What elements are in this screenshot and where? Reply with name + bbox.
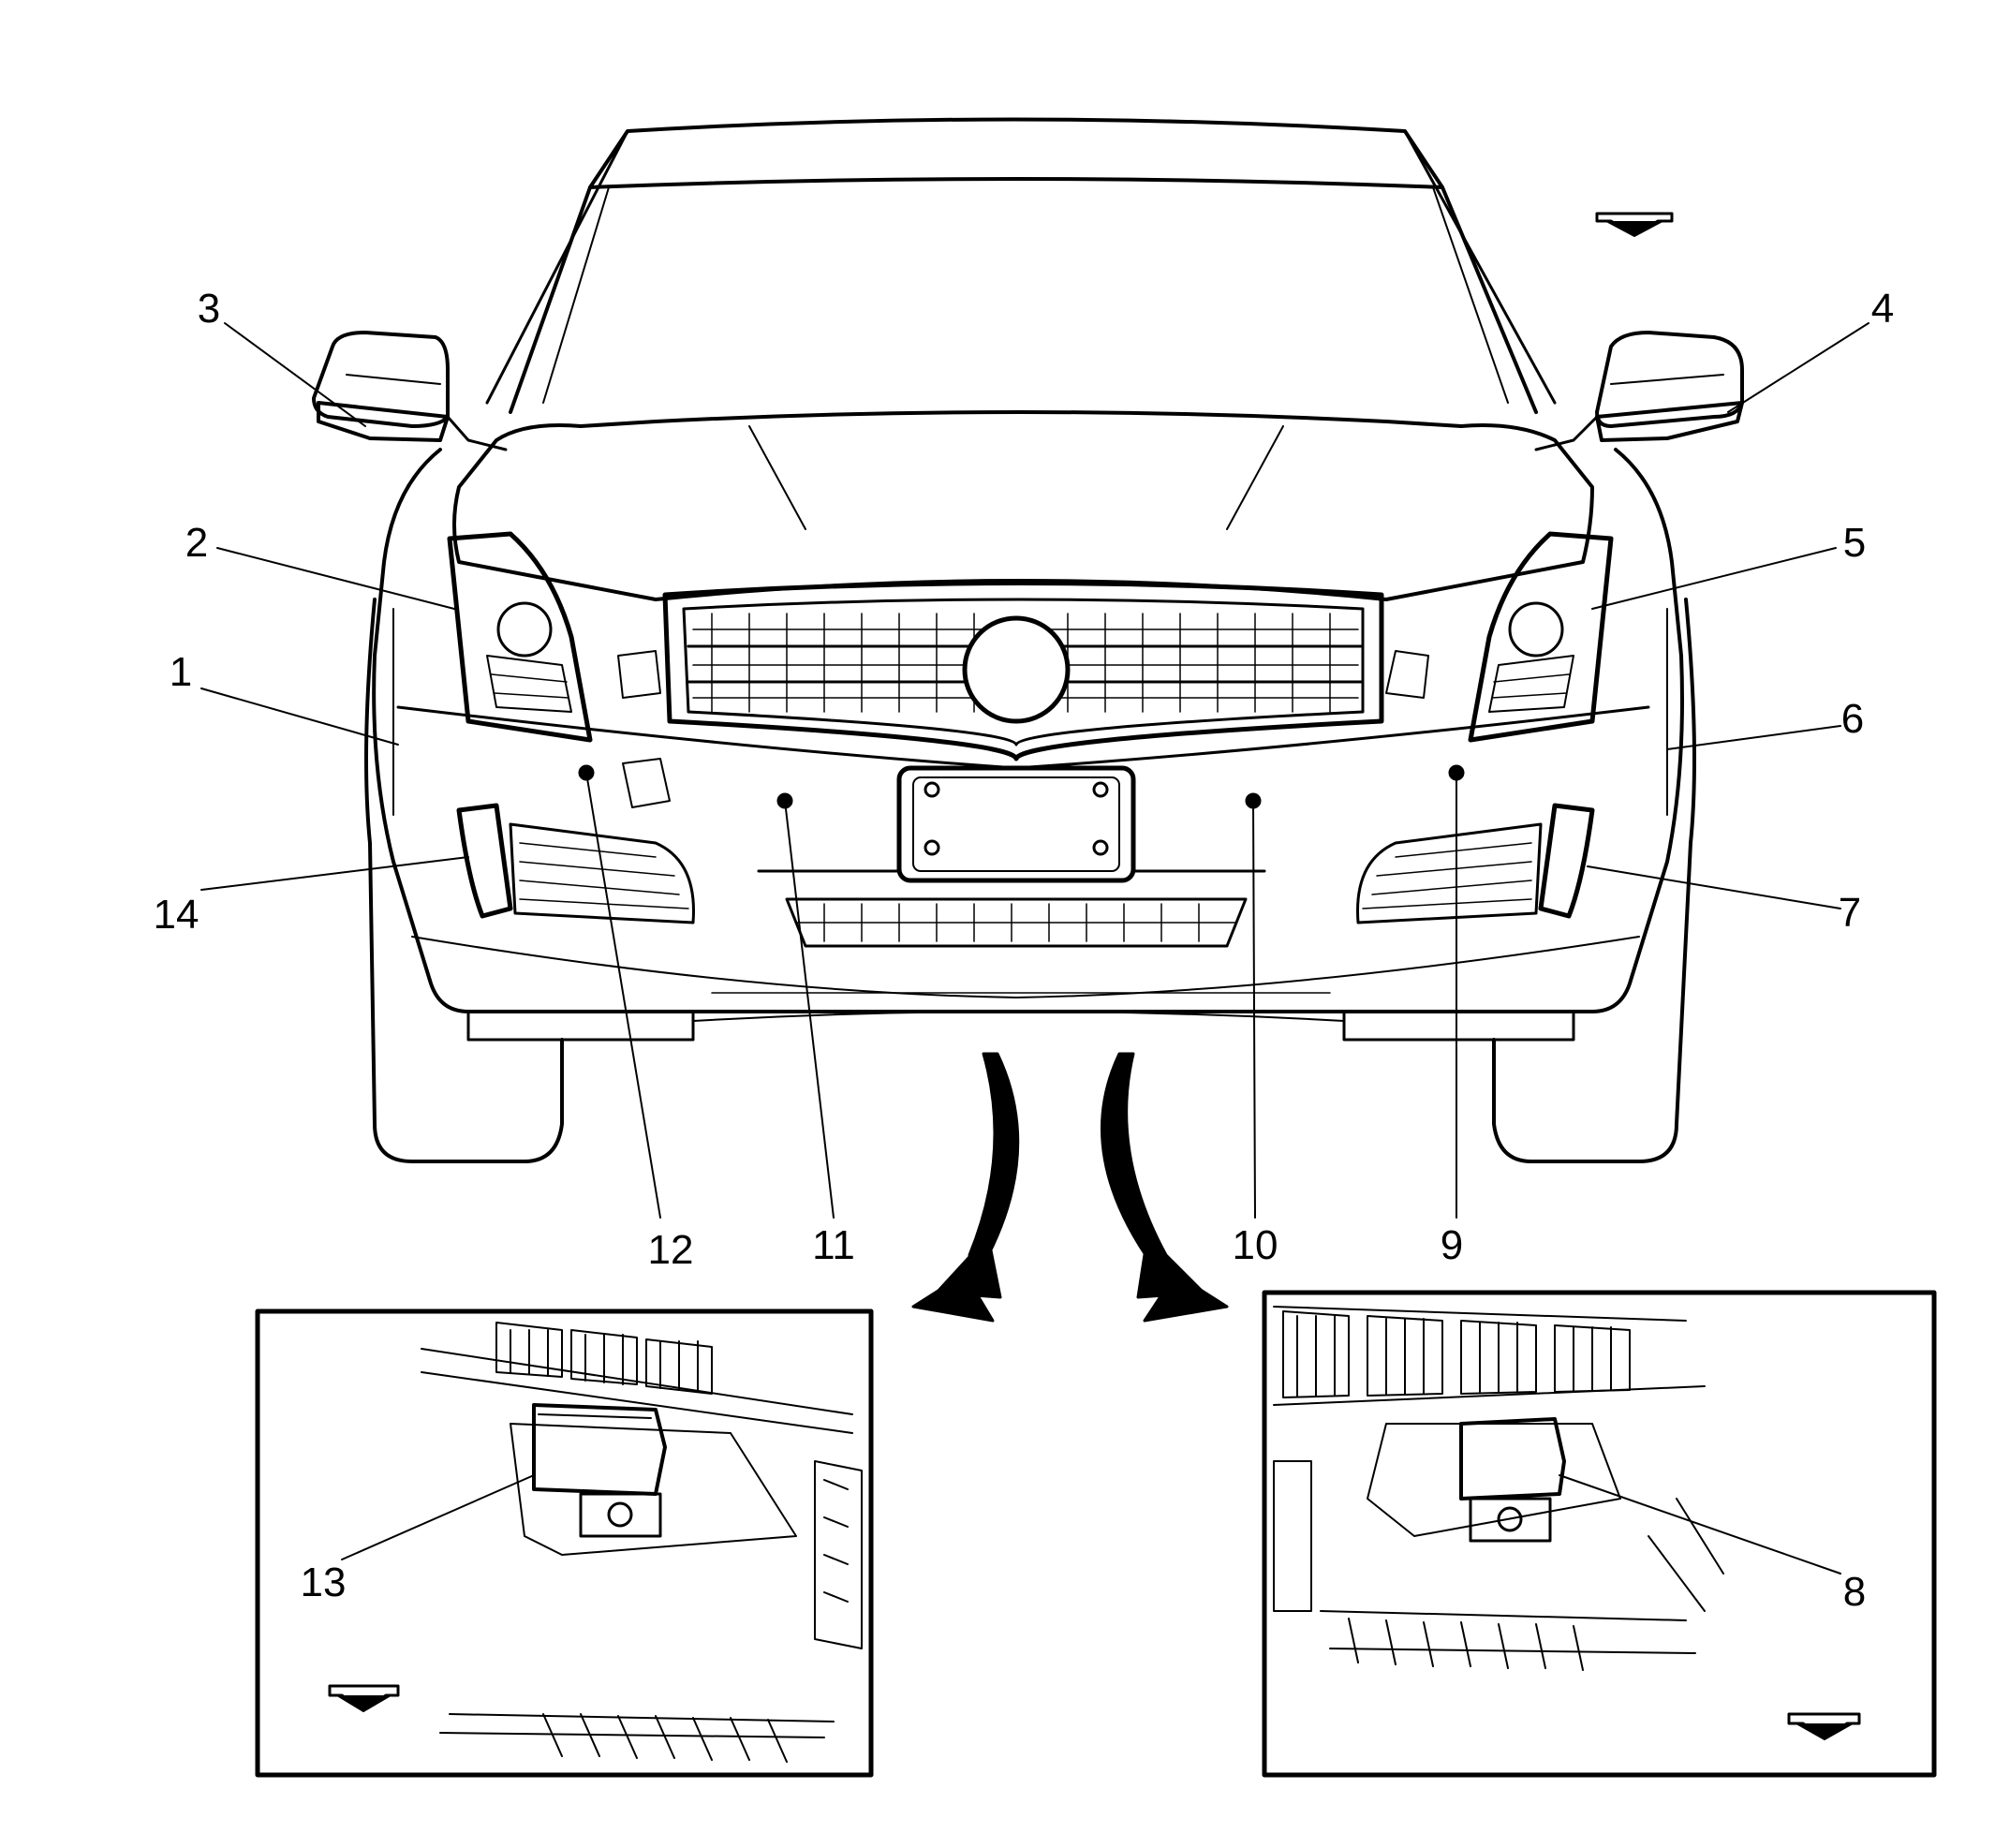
right-inset — [1262, 1290, 1937, 1778]
callout-2: 2 — [185, 520, 209, 566]
callout-14: 14 — [153, 892, 200, 938]
left-fog-lamp — [456, 803, 695, 924]
callout-6: 6 — [1840, 696, 1865, 742]
right-fog-lamp — [1356, 803, 1595, 924]
right-bumper-marker — [1385, 650, 1429, 699]
body-outline — [364, 448, 1696, 1163]
right-headlamp — [1468, 531, 1614, 743]
right-mirror — [1534, 331, 1744, 451]
callout-3: 3 — [197, 286, 221, 332]
callout-7: 7 — [1838, 890, 1862, 936]
callout-11: 11 — [812, 1222, 855, 1268]
callout-8: 8 — [1842, 1569, 1867, 1615]
inset-right-direction-arrow-icon — [1787, 1712, 1861, 1740]
grille — [662, 581, 1384, 761]
inset-arrow-left-icon — [911, 1052, 1020, 1323]
left-bumper-marker — [617, 650, 671, 808]
callout-1: 1 — [169, 649, 193, 695]
callout-10: 10 — [1232, 1222, 1278, 1268]
hood — [452, 410, 1594, 601]
callout-13: 13 — [300, 1560, 347, 1605]
inset-left-direction-arrow-icon — [328, 1684, 400, 1712]
callout-4: 4 — [1870, 286, 1895, 332]
license-plate-bracket — [896, 765, 1136, 883]
callout-5: 5 — [1842, 520, 1867, 566]
lower-grille — [757, 869, 1266, 948]
park-assist-sensors — [578, 764, 1465, 809]
leader-lines — [200, 322, 1869, 1219]
windshield — [485, 117, 1557, 414]
front-bumper — [396, 705, 1650, 1042]
inset-arrow-right-icon — [1100, 1052, 1229, 1323]
left-headlamp — [447, 531, 593, 743]
radar-sensor-8 — [1459, 1417, 1566, 1543]
left-inset — [255, 1308, 874, 1778]
callout-12: 12 — [647, 1227, 694, 1273]
front-view-arrow-icon — [1595, 212, 1674, 237]
left-mirror — [312, 331, 508, 451]
callout-9: 9 — [1440, 1222, 1464, 1268]
